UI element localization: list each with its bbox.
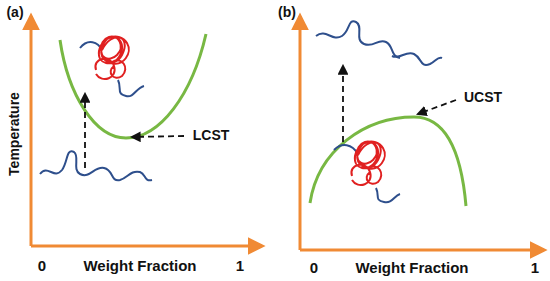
- label-slot: Weight Fraction: [83, 258, 196, 275]
- axes-a: [31, 16, 262, 246]
- collapsed-chain-a: [80, 37, 144, 97]
- label-slot: (a): [6, 5, 23, 20]
- extended-chain-b: [316, 21, 442, 65]
- panel-letter: (b): [278, 5, 296, 20]
- axes-b: [300, 16, 544, 250]
- heating-arrow-b: [342, 66, 344, 142]
- label-slot: 1: [236, 258, 244, 275]
- axis-tick: 0: [310, 260, 318, 277]
- axis-tick: 1: [236, 258, 244, 275]
- axis-title: Weight Fraction: [83, 258, 196, 275]
- label-slot: Temperature: [7, 92, 22, 176]
- label-slot: Weight Fraction: [355, 260, 468, 277]
- axis-title: Weight Fraction: [355, 260, 468, 277]
- transition-label: UCST: [464, 90, 502, 105]
- ucst-curve: [310, 117, 466, 206]
- axis-tick: 0: [38, 258, 46, 275]
- label-slot: LCST: [193, 128, 230, 143]
- transition-label: LCST: [193, 128, 230, 143]
- label-slot: 0: [38, 258, 46, 275]
- label-slot: (b): [278, 5, 296, 20]
- axis-tick: 1: [531, 260, 539, 277]
- ucst-pointer: [418, 100, 456, 114]
- panel-letter: (a): [6, 5, 23, 20]
- heating-arrow-a: [84, 94, 86, 168]
- axis-title: Temperature: [7, 92, 22, 176]
- extended-chain-a: [40, 151, 152, 180]
- lcst-curve: [60, 34, 206, 138]
- label-slot: 0: [310, 260, 318, 277]
- label-slot: UCST: [464, 90, 502, 105]
- collapsed-chain-b: [334, 142, 400, 203]
- label-slot: 1: [531, 260, 539, 277]
- lcst-pointer: [132, 136, 184, 137]
